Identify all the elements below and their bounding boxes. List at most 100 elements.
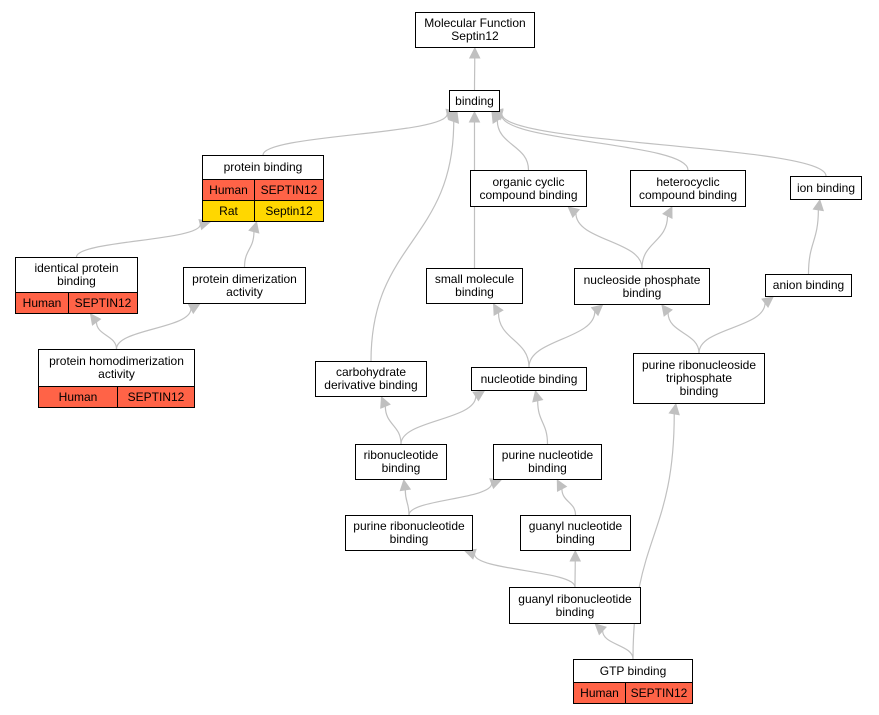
node-heterocyclic-compound-binding[interactable]: heterocyclic compound binding: [630, 170, 746, 207]
node-title: purine nucleotide binding: [501, 448, 594, 475]
arrowhead-nucleoside_phosphate-to-heterocyclic: [662, 205, 673, 219]
arrowhead-nucleotide-to-small_molecule: [493, 303, 504, 316]
species-cell: Human: [203, 180, 254, 200]
annotation-row-human: Human SEPTIN12: [203, 179, 323, 200]
edge-protein_dimerization-to-protein_binding: [243, 231, 255, 268]
node-guanyl-ribonucleotide-binding[interactable]: guanyl ribonucleotide binding: [509, 587, 641, 624]
node-title: protein binding: [223, 160, 303, 174]
node-title: Molecular Function Septin12: [424, 16, 526, 43]
node-identical-protein-binding[interactable]: identical protein binding Human SEPTIN12: [15, 257, 138, 314]
node-title: binding: [455, 93, 494, 108]
node-purine-nucleotide-binding[interactable]: purine nucleotide binding: [493, 444, 602, 480]
node-protein-dimerization-activity[interactable]: protein dimerization activity: [183, 267, 306, 304]
arrowhead-nucleotide-to-nucleoside_phosphate: [590, 304, 604, 317]
edge-ion_binding-to-binding: [501, 113, 827, 177]
node-nucleoside-phosphate-binding[interactable]: nucleoside phosphate binding: [574, 268, 710, 305]
arrowhead-purine_ribonucleotide-to-purine_nucleotide: [489, 478, 503, 490]
edge-purine_ribonucleotide-to-ribonucleotide: [404, 489, 410, 516]
species-cell: Human: [574, 683, 625, 703]
node-title: nucleotide binding: [480, 371, 578, 386]
node-molecular-function[interactable]: Molecular Function Septin12: [415, 12, 535, 48]
node-title: protein dimerization activity: [192, 271, 297, 299]
node-title: ion binding: [796, 180, 856, 195]
edge-purine_ribonucleoside_tp-to-anion_binding: [698, 302, 766, 354]
arrowhead-purine_ribonucleoside_tp-to-anion_binding: [761, 296, 774, 308]
arrowhead-purine_ribonucleoside_tp-to-nucleoside_phosphate: [661, 304, 673, 317]
node-title: heterocyclic compound binding: [638, 174, 738, 202]
edge-protein_homodimerization-to-identical_protein: [95, 321, 118, 350]
arrowhead-protein_dimerization-to-protein_binding: [248, 220, 260, 234]
arrowhead-ribonucleotide-to-nucleotide: [472, 390, 486, 402]
annotation-row-human: Human SEPTIN12: [16, 292, 137, 313]
node-binding[interactable]: binding: [449, 90, 500, 112]
edge-gtp_binding-to-guanyl_ribonucleotide: [602, 630, 634, 660]
node-title: nucleoside phosphate binding: [583, 272, 701, 300]
node-title: ribonucleotide binding: [363, 448, 439, 475]
edge-guanyl_nucleotide-to-purine_nucleotide: [561, 488, 577, 516]
node-title: identical protein binding: [34, 261, 119, 288]
edge-identical_protein-to-protein_binding: [75, 224, 201, 258]
node-gtp-binding[interactable]: GTP binding Human SEPTIN12: [573, 659, 693, 704]
gene-cell: SEPTIN12: [68, 293, 137, 313]
gene-cell: SEPTIN12: [625, 683, 692, 703]
node-title: small molecule binding: [434, 272, 515, 299]
node-protein-homodimerization-activity[interactable]: protein homodimerization activity Human …: [38, 349, 195, 408]
annotation-row-human: Human SEPTIN12: [39, 386, 194, 407]
edge-protein_binding-to-binding: [262, 113, 448, 156]
gene-cell: SEPTIN12: [117, 387, 194, 407]
node-title: GTP binding: [599, 663, 667, 678]
edge-carbohydrate-to-binding: [370, 121, 455, 362]
node-nucleotide-binding[interactable]: nucleotide binding: [471, 367, 587, 391]
arrowhead-carbohydrate-to-binding: [448, 110, 460, 124]
annotation-row-rat: Rat Septin12: [203, 200, 323, 221]
node-guanyl-nucleotide-binding[interactable]: guanyl nucleotide binding: [520, 515, 631, 551]
edge-purine_ribonucleotide-to-purine_nucleotide: [408, 483, 493, 516]
edge-anion_binding-to-ion_binding: [807, 209, 819, 275]
edge-ribonucleotide-to-carbohydrate: [384, 406, 402, 445]
node-ion-binding[interactable]: ion binding: [790, 176, 862, 200]
species-cell: Human: [39, 387, 117, 407]
node-title: carbohydrate derivative binding: [324, 365, 418, 392]
node-purine-ribonucleoside-triphosphate-binding[interactable]: purine ribonucleoside triphosphate bindi…: [633, 353, 765, 404]
node-title: organic cyclic compound binding: [479, 174, 578, 202]
annotation-row-human: Human SEPTIN12: [574, 682, 692, 703]
arrowhead-protein_homodimerization-to-identical_protein: [89, 313, 102, 326]
node-title: anion binding: [772, 278, 845, 292]
arrowhead-nucleoside_phosphate-to-organic_cyclic: [567, 206, 581, 219]
arrowhead-gtp_binding-to-purine_ribonucleoside_tp: [668, 402, 680, 416]
edge-purine_nucleotide-to-nucleotide: [537, 400, 549, 445]
node-carbohydrate-derivative-binding[interactable]: carbohydrate derivative binding: [315, 361, 427, 397]
node-protein-binding[interactable]: protein binding Human SEPTIN12 Rat Septi…: [202, 155, 324, 222]
edge-nucleoside_phosphate-to-organic_cyclic: [575, 213, 643, 269]
node-purine-ribonucleotide-binding[interactable]: purine ribonucleotide binding: [345, 515, 473, 551]
node-anion-binding[interactable]: anion binding: [765, 274, 852, 297]
species-cell: Rat: [203, 201, 254, 221]
arrowhead-ribonucleotide-to-carbohydrate: [380, 395, 391, 409]
arrowhead-guanyl_nucleotide-to-purine_nucleotide: [556, 479, 568, 492]
edge-nucleotide-to-small_molecule: [497, 312, 530, 368]
edge-nucleoside_phosphate-to-heterocyclic: [641, 215, 669, 269]
arrowhead-purine_nucleotide-to-nucleotide: [532, 389, 544, 403]
node-organic-cyclic-compound-binding[interactable]: organic cyclic compound binding: [470, 170, 587, 207]
arrowhead-purine_ribonucleotide-to-ribonucleotide: [399, 478, 412, 492]
edge-nucleotide-to-nucleoside_phosphate: [528, 311, 596, 368]
edge-organic_cyclic-to-binding: [496, 120, 530, 171]
arrowhead-protein_homodimerization-to-protein_dimerization: [187, 303, 201, 315]
arrowhead-guanyl_ribonucleotide-to-guanyl_nucleotide: [569, 549, 582, 562]
node-title: purine ribonucleoside triphosphate bindi…: [641, 358, 757, 398]
node-title: purine ribonucleotide binding: [353, 519, 465, 546]
node-title: protein homodimerization activity: [49, 354, 184, 381]
gene-cell: SEPTIN12: [254, 180, 323, 200]
arrowhead-binding-to-molecular_function: [468, 46, 481, 59]
edge-guanyl_ribonucleotide-to-purine_ribonucleotide: [473, 553, 576, 588]
node-small-molecule-binding[interactable]: small molecule binding: [426, 268, 523, 304]
node-title: guanyl nucleotide binding: [528, 519, 623, 546]
gene-cell: Septin12: [254, 201, 323, 221]
edge-ribonucleotide-to-nucleotide: [400, 396, 477, 445]
node-ribonucleotide-binding[interactable]: ribonucleotide binding: [355, 444, 447, 480]
species-cell: Human: [16, 293, 68, 313]
node-title: guanyl ribonucleotide binding: [518, 591, 632, 619]
edge-protein_homodimerization-to-protein_dimerization: [115, 308, 192, 350]
edge-heterocyclic-to-binding: [500, 114, 689, 171]
arrowhead-anion_binding-to-ion_binding: [812, 198, 825, 212]
